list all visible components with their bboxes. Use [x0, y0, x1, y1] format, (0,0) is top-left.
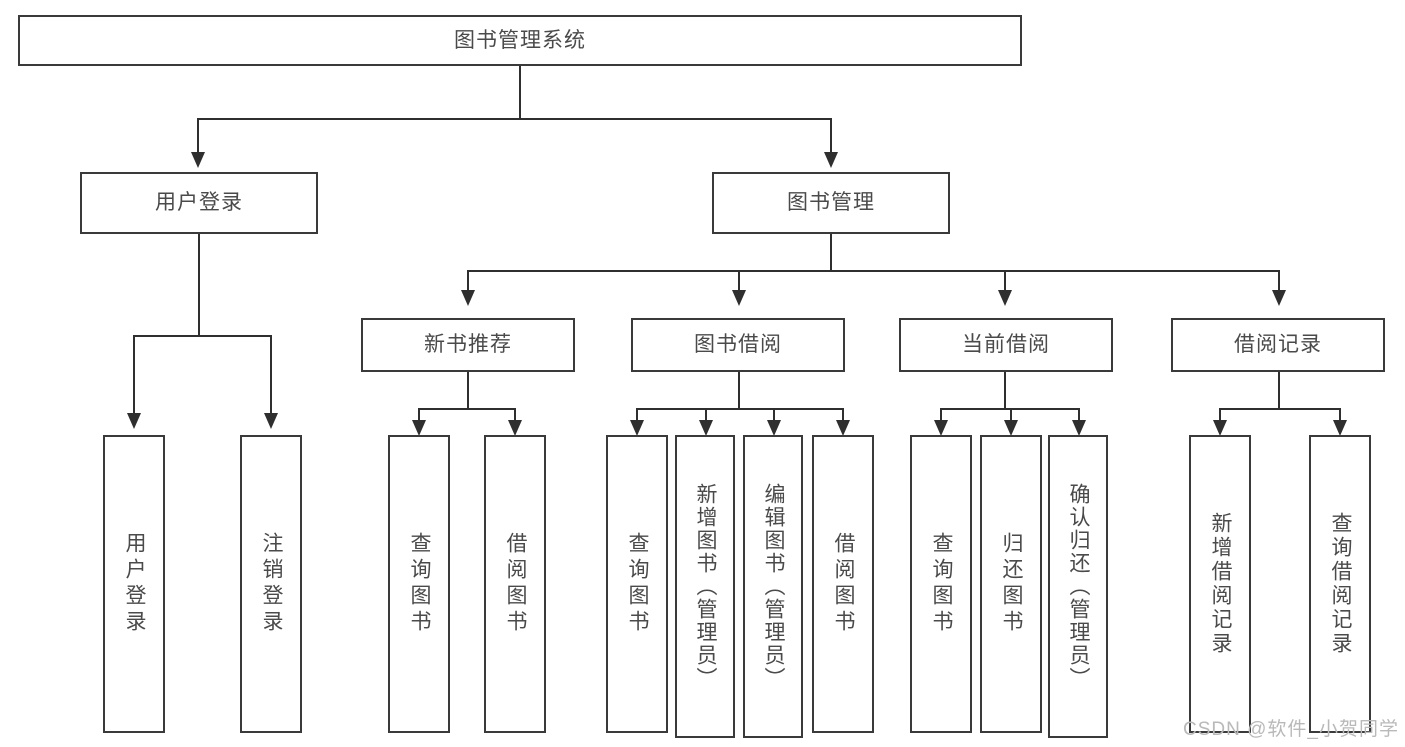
leaf-label: 新增借阅记录 [1209, 512, 1233, 656]
connector-bb-leaf2 [705, 408, 707, 422]
connector-to-current-borrow [1004, 270, 1006, 292]
arrowhead-leaf-user-login [127, 413, 141, 429]
leaf-label: 归还图书 [1000, 532, 1024, 636]
connector-to-user-login [197, 118, 199, 154]
connector-bb-leaf1 [636, 408, 638, 422]
leaf-cb-query-book[interactable]: 查询图书 [910, 435, 972, 733]
arrowhead-bb-leaf3 [767, 420, 781, 436]
leaf-br-add-record[interactable]: 新增借阅记录 [1189, 435, 1251, 733]
arrowhead-cb-leaf1 [934, 420, 948, 436]
leaf-bb-query-book[interactable]: 查询图书 [606, 435, 668, 733]
leaf-label: 用户登录 [123, 532, 147, 636]
connector-user-login-bus [133, 335, 270, 337]
connector-to-new-book-rec [467, 270, 469, 292]
leaf-label: 查询图书 [408, 532, 432, 636]
connector-book-borrow-bus [636, 408, 844, 410]
arrowhead-borrow-record [1272, 290, 1286, 306]
arrowhead-bb-leaf4 [836, 420, 850, 436]
connector-bb-leaf4 [842, 408, 844, 422]
leaf-br-query-record[interactable]: 查询借阅记录 [1309, 435, 1371, 733]
leaf-label: 注销登录 [260, 532, 284, 636]
connector-to-book-manage [830, 118, 832, 154]
connector-book-manage-stem [830, 234, 832, 270]
leaf-logout[interactable]: 注销登录 [240, 435, 302, 733]
connector-nbr-leaf2 [514, 408, 516, 422]
arrowhead-leaf-logout [264, 413, 278, 429]
node-label: 图书管理系统 [454, 28, 586, 52]
connector-cb-leaf2 [1010, 408, 1012, 422]
leaf-nbr-query-book[interactable]: 查询图书 [388, 435, 450, 733]
arrowhead-br-leaf2 [1333, 420, 1347, 436]
leaf-nbr-borrow-book[interactable]: 借阅图书 [484, 435, 546, 733]
connector-nbr-leaf1 [418, 408, 420, 422]
connector-borrow-record-bus [1219, 408, 1341, 410]
node-label: 新书推荐 [424, 333, 512, 357]
arrowhead-bb-leaf2 [699, 420, 713, 436]
arrowhead-nbr-leaf2 [508, 420, 522, 436]
connector-user-login-stem [198, 234, 200, 335]
leaf-bb-add-book-admin[interactable]: 新增图书（管理员） [675, 435, 735, 738]
node-book-borrow[interactable]: 图书借阅 [631, 318, 845, 372]
leaf-bb-edit-book-admin[interactable]: 编辑图书（管理员） [743, 435, 803, 738]
node-borrow-record[interactable]: 借阅记录 [1171, 318, 1385, 372]
arrowhead-user-login [191, 152, 205, 168]
leaf-label: 借阅图书 [832, 532, 856, 636]
arrowhead-book-manage [824, 152, 838, 168]
node-label: 借阅记录 [1234, 333, 1322, 357]
arrowhead-br-leaf1 [1213, 420, 1227, 436]
node-book-manage[interactable]: 图书管理 [712, 172, 950, 234]
leaf-bb-borrow-book[interactable]: 借阅图书 [812, 435, 874, 733]
connector-user-login-leaf2 [270, 335, 272, 415]
connector-cb-leaf1 [940, 408, 942, 422]
connector-cb-leaf3 [1078, 408, 1080, 422]
connector-level1-bus [197, 118, 831, 120]
connector-new-book-rec-stem [467, 372, 469, 408]
leaf-label: 查询图书 [626, 532, 650, 636]
node-new-book-rec[interactable]: 新书推荐 [361, 318, 575, 372]
connector-bb-leaf3 [773, 408, 775, 422]
connector-user-login-leaf1 [133, 335, 135, 415]
leaf-label: 编辑图书（管理员） [762, 483, 786, 690]
connector-to-book-borrow [738, 270, 740, 292]
node-label: 图书借阅 [694, 333, 782, 357]
node-label: 图书管理 [787, 191, 875, 215]
arrowhead-current-borrow [998, 290, 1012, 306]
arrowhead-cb-leaf3 [1072, 420, 1086, 436]
leaf-label: 借阅图书 [504, 532, 528, 636]
connector-br-leaf1 [1219, 408, 1221, 422]
connector-br-leaf2 [1339, 408, 1341, 422]
connector-root-stem [519, 66, 521, 118]
leaf-cb-return-book[interactable]: 归还图书 [980, 435, 1042, 733]
node-label: 当前借阅 [962, 333, 1050, 357]
arrowhead-book-borrow [732, 290, 746, 306]
arrowhead-nbr-leaf1 [412, 420, 426, 436]
node-label: 用户登录 [155, 191, 243, 215]
leaf-label: 新增图书（管理员） [694, 483, 718, 690]
arrowhead-cb-leaf2 [1004, 420, 1018, 436]
leaf-label: 查询图书 [930, 532, 954, 636]
leaf-label: 确认归还（管理员） [1067, 483, 1091, 690]
connector-level3-bus [467, 270, 1278, 272]
leaf-label: 查询借阅记录 [1329, 512, 1353, 656]
node-root-system[interactable]: 图书管理系统 [18, 15, 1022, 66]
connector-book-borrow-stem [738, 372, 740, 408]
connector-to-borrow-record [1278, 270, 1280, 292]
arrowhead-new-book-rec [461, 290, 475, 306]
arrowhead-bb-leaf1 [630, 420, 644, 436]
node-current-borrow[interactable]: 当前借阅 [899, 318, 1113, 372]
connector-borrow-record-stem [1278, 372, 1280, 408]
connector-new-book-rec-bus [418, 408, 516, 410]
node-user-login[interactable]: 用户登录 [80, 172, 318, 234]
leaf-user-login[interactable]: 用户登录 [103, 435, 165, 733]
leaf-cb-confirm-return-admin[interactable]: 确认归还（管理员） [1048, 435, 1108, 738]
connector-current-borrow-stem [1004, 372, 1006, 408]
